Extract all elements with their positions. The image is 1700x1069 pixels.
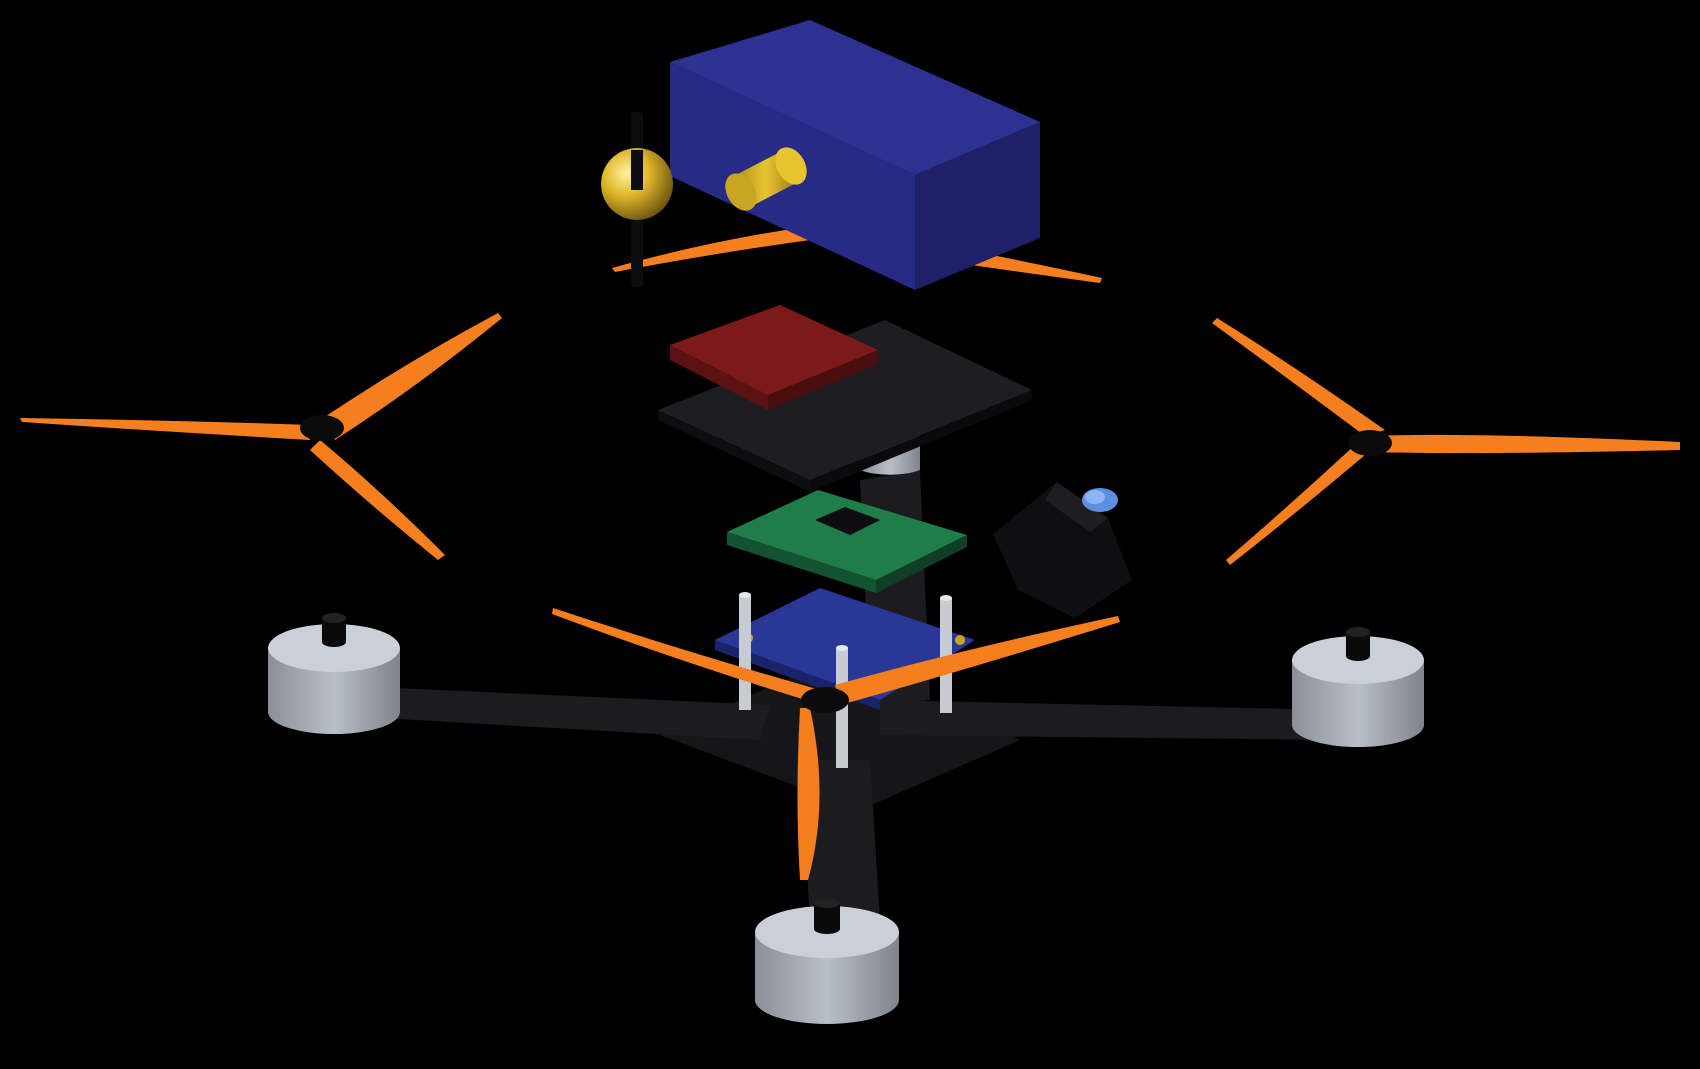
frame-arm-left [330, 685, 770, 740]
propeller-right [1212, 318, 1680, 565]
propeller-left [20, 313, 502, 560]
antenna [601, 112, 673, 287]
frame-arm-front [800, 760, 880, 920]
red-module [670, 305, 878, 410]
motor-right [1292, 627, 1424, 747]
frame-arm-right [880, 700, 1340, 740]
propeller-front [552, 608, 1120, 880]
top-plate [658, 320, 1032, 492]
battery-connector [725, 147, 807, 211]
motor-left [268, 613, 400, 734]
motor-front [755, 898, 899, 1024]
flight-controller [727, 490, 967, 593]
camera [993, 482, 1132, 618]
mcu-chip [815, 507, 880, 535]
